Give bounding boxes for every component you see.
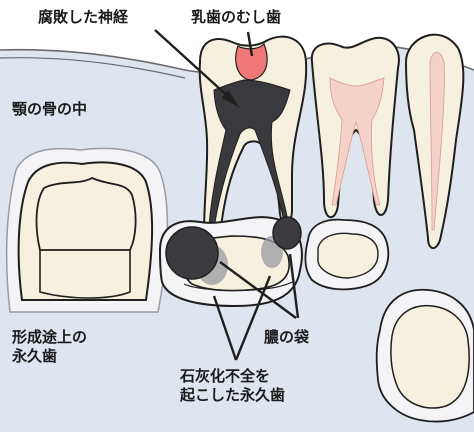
label-hypocalcified-line2: 起こした永久歯	[180, 386, 285, 405]
pus-sac-left	[166, 227, 218, 279]
developing-permanent-tooth	[7, 148, 168, 312]
pus-sac-right	[273, 217, 301, 249]
label-necrotic-nerve: 腐敗した神経	[38, 8, 128, 27]
label-developing-permanent-tooth-line2: 永久歯	[12, 347, 87, 366]
label-developing-permanent-tooth-line1: 形成途上の	[12, 328, 87, 347]
label-hypocalcified: 石灰化不全を 起こした永久歯	[180, 367, 285, 405]
label-developing-permanent-tooth: 形成途上の 永久歯	[12, 328, 87, 366]
label-decayed-baby-tooth: 乳歯のむし歯	[191, 8, 281, 27]
label-inside-jawbone: 顎の骨の中	[12, 100, 87, 119]
label-pus-sac: 膿の袋	[264, 328, 309, 347]
developing-tooth-small	[305, 220, 388, 290]
label-hypocalcified-line1: 石灰化不全を	[180, 367, 285, 386]
developing-tooth-lower-right	[377, 290, 474, 422]
